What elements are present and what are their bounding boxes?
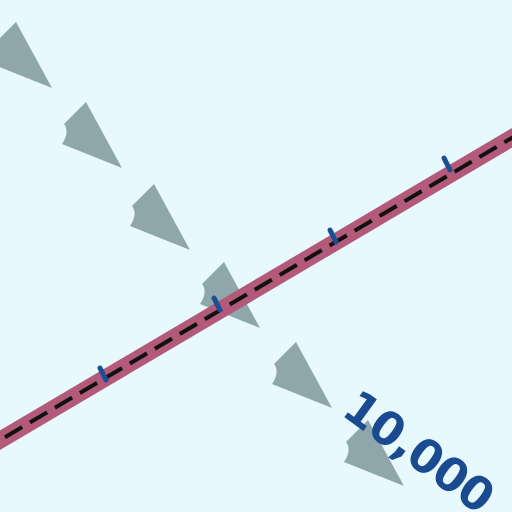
route-tick xyxy=(441,155,453,173)
arrowhead-boundary-icon xyxy=(272,342,332,408)
route-centerline-dashes xyxy=(0,135,512,443)
arrowhead-boundary-icon xyxy=(130,184,190,250)
route-line xyxy=(0,127,512,451)
arrowhead-boundary-icon xyxy=(0,22,52,88)
route-ticks xyxy=(97,155,453,383)
route-tick xyxy=(327,227,339,245)
route-tick xyxy=(211,295,223,313)
arrowhead-boundary-icon xyxy=(62,102,122,168)
route-tick xyxy=(97,365,109,383)
arrowhead-boundary-icon xyxy=(344,420,404,486)
